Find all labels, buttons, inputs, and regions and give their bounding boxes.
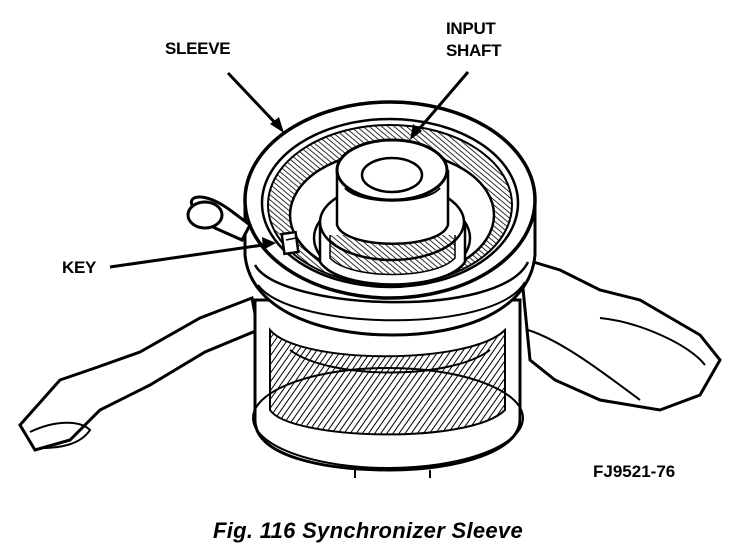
leader-lines [109,71,470,269]
sleeve-label: SLEEVE [165,39,230,58]
key-label: KEY [62,258,97,277]
fixture-left [18,295,260,452]
figure-code: FJ9521-76 [593,462,675,481]
figure-caption: Fig. 116 Synchronizer Sleeve [212,518,523,543]
input-shaft-label-line1: INPUT [446,19,496,38]
key [280,230,300,256]
handle [186,195,252,242]
fixture-right [518,255,722,412]
input-shaft [312,138,472,286]
input-shaft-label-line2: SHAFT [446,41,502,60]
lower-gear [252,298,524,478]
